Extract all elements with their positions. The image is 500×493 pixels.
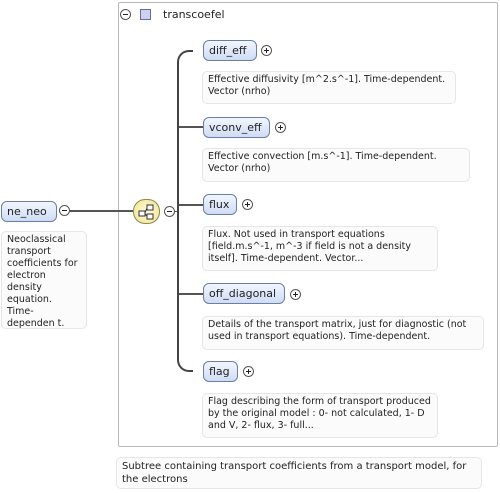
description-vconv-eff: Effective convection [m.s^-1]. Time-depe… <box>202 148 470 182</box>
connector-compositor-bracket <box>175 211 178 212</box>
root-description: Neoclassical transport coefficients for … <box>1 231 87 329</box>
description-flag: Flag describing the form of transport pr… <box>202 393 438 438</box>
expand-diff-eff-icon[interactable] <box>261 45 272 56</box>
root-node-ne-neo[interactable]: ne_neo <box>1 201 57 222</box>
group-title: transcoefel <box>163 8 225 21</box>
connector-root-compositor <box>70 210 133 212</box>
expand-vconv-eff-icon[interactable] <box>275 122 286 133</box>
node-off-diagonal[interactable]: off_diagonal <box>203 283 285 304</box>
description-diff-eff: Effective diffusivity [m^2.s^-1]. Time-d… <box>202 71 456 104</box>
description-flux: Flux. Not used in transport equations [f… <box>202 226 438 271</box>
node-diff-eff[interactable]: diff_eff <box>203 40 257 61</box>
connector-off-diagonal <box>179 293 203 295</box>
collapse-group-icon[interactable] <box>120 9 131 20</box>
connector-vconv-eff <box>179 126 203 128</box>
node-flag[interactable]: flag <box>203 361 238 382</box>
expand-flux-icon[interactable] <box>242 199 253 210</box>
sequence-compositor-icon <box>138 204 154 220</box>
complex-type-square-icon <box>140 9 151 20</box>
group-description: Subtree containing transport coefficient… <box>116 457 482 489</box>
sequence-compositor[interactable] <box>133 199 160 224</box>
complex-type-group-box <box>118 2 498 447</box>
collapse-compositor-icon[interactable] <box>164 206 175 217</box>
node-vconv-eff[interactable]: vconv_eff <box>203 117 270 138</box>
node-flux[interactable]: flux <box>203 194 237 215</box>
children-bracket <box>177 50 193 372</box>
expand-off-diagonal-icon[interactable] <box>290 289 301 300</box>
expand-flag-icon[interactable] <box>243 366 254 377</box>
collapse-root-icon[interactable] <box>59 205 70 216</box>
description-off-diagonal: Details of the transport matrix, just fo… <box>202 316 484 350</box>
connector-flux <box>179 204 203 206</box>
